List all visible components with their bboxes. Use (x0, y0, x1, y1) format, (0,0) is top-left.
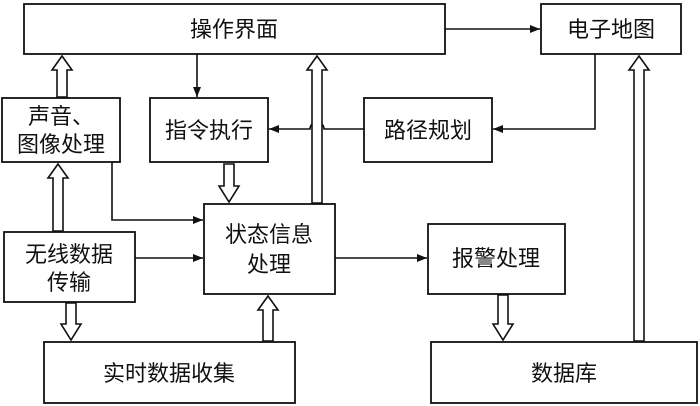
node-realtime-data-collection-label: 实时数据收集 (103, 362, 235, 387)
node-status-info-processing: 状态信息 处理 (203, 203, 336, 295)
arrow-emap-to-route (493, 54, 596, 133)
node-database-label: 数据库 (531, 362, 597, 387)
node-alarm-processing: 报警处理 (427, 223, 566, 295)
node-electronic-map: 电子地图 (540, 3, 682, 55)
block-arrow-alarm-to-db (491, 294, 515, 342)
node-status-info-processing-line-1: 状态信息 (225, 223, 313, 248)
node-realtime-data-collection: 实时数据收集 (43, 341, 296, 404)
node-audio-image-processing: 声音、 图像处理 (1, 97, 121, 163)
node-electronic-map-label: 电子地图 (567, 18, 655, 43)
node-audio-image-processing-line-2: 图像处理 (17, 133, 105, 158)
block-arrow-wireless-to-av (46, 162, 70, 232)
node-wireless-data-transmission-line-1: 无线数据 (25, 243, 113, 268)
block-arrow-collect-to-state (256, 294, 280, 342)
node-command-execution: 指令执行 (149, 97, 269, 163)
arrow-av-to-state (111, 162, 203, 224)
node-path-planning: 路径规划 (363, 97, 493, 163)
node-wireless-data-transmission-line-2: 传输 (47, 271, 91, 296)
node-wireless-data-transmission: 无线数据 传输 (3, 231, 136, 303)
node-operation-interface: 操作界面 (23, 3, 446, 55)
block-arrow-command-to-state (217, 163, 241, 204)
node-database: 数据库 (430, 341, 698, 404)
block-arrow-wireless-to-collect (59, 302, 83, 342)
node-audio-image-processing-line-1: 声音、 (28, 105, 94, 130)
node-operation-interface-label: 操作界面 (190, 18, 278, 43)
node-alarm-processing-label: 报警处理 (452, 247, 540, 272)
block-arrow-av-to-ui (50, 54, 74, 98)
block-arrow-db-to-emap (627, 54, 651, 342)
node-status-info-processing-line-2: 处理 (247, 253, 291, 278)
node-path-planning-label: 路径规划 (384, 119, 472, 144)
block-arrow-state-to-ui (305, 54, 329, 204)
node-command-execution-label: 指令执行 (165, 119, 253, 144)
